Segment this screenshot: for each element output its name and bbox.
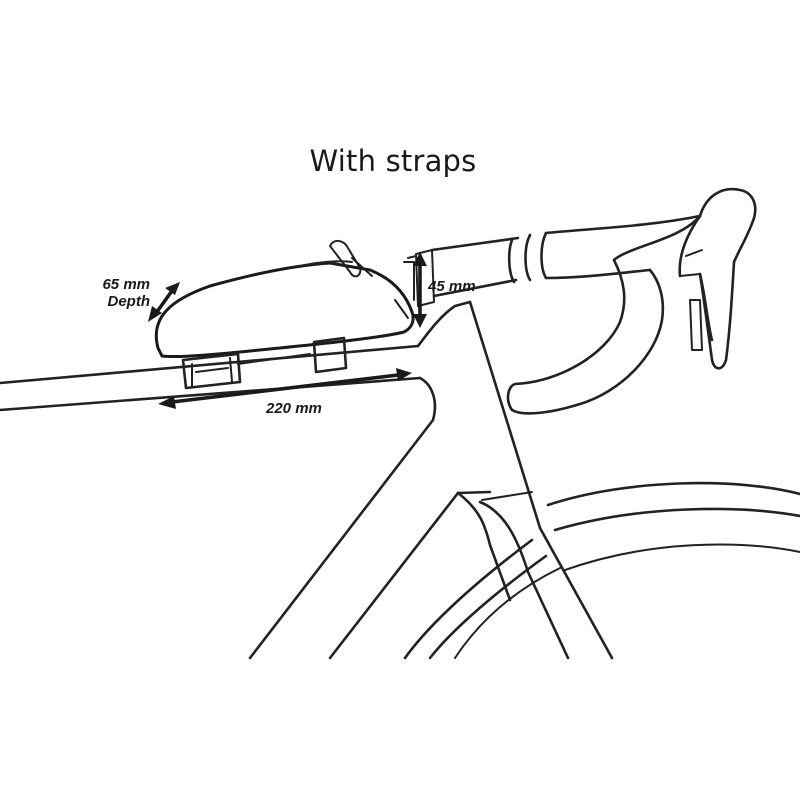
length-label: 220 mm [266,400,322,417]
brake-lever [678,187,757,370]
depth-label: 65 mm Depth [84,276,150,310]
diagram-title: With straps [309,144,477,178]
top-tube-bag [154,260,415,359]
depth-value: 65 mm [102,276,150,293]
rear-strap [312,336,348,374]
depth-caption: Depth [107,293,151,310]
down-tube [248,376,460,660]
length-arrow [158,368,412,409]
top-tube [0,344,422,412]
zip-puller [329,240,373,278]
height-arrow [413,252,427,328]
stem [430,231,548,298]
handlebar [506,214,702,415]
height-label: 45 mm [428,278,476,295]
headset-spacers [403,249,435,307]
depth-arrow [148,282,180,322]
head-tube [416,300,614,660]
front-wheel [403,481,800,660]
front-strap [181,352,311,390]
